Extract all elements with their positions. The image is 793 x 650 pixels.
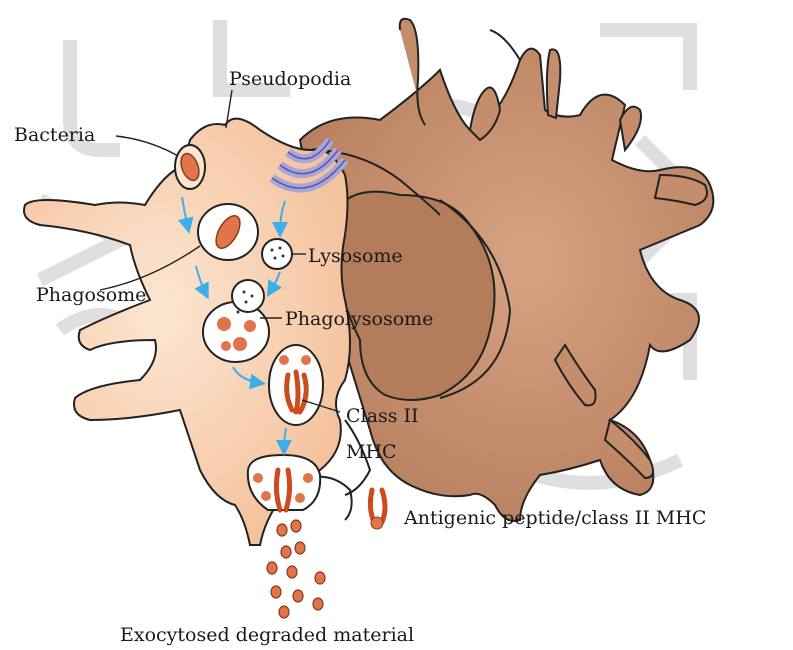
phagosome (198, 204, 258, 260)
surface-mhc (370, 490, 385, 529)
bacteria-engulf (175, 145, 205, 189)
degraded-particles (267, 520, 325, 618)
label-pseudopodia: Pseudopodia (229, 68, 351, 90)
label-exocytosed: Exocytosed degraded material (120, 624, 414, 646)
mhc-vesicle (269, 345, 323, 425)
label-antigenic-peptide: Antigenic peptide/class II MHC (403, 507, 706, 529)
label-phagolysosome: Phagolysosome (285, 308, 433, 330)
label-lysosome: Lysosome (308, 245, 403, 267)
exocytosis-vesicle (248, 455, 320, 510)
label-class-ii: Class II (346, 405, 419, 427)
lysosome (262, 239, 292, 269)
label-bacteria: Bacteria (14, 124, 95, 146)
label-mhc: MHC (346, 441, 397, 463)
label-phagosome: Phagosome (36, 284, 146, 306)
